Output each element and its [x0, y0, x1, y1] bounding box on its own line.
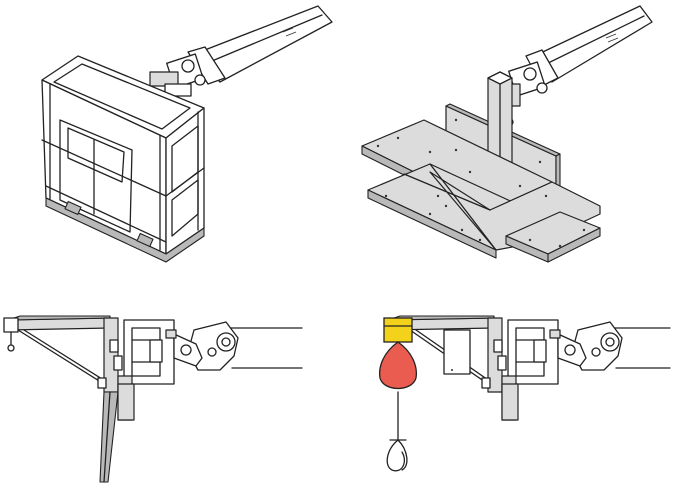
boom-arm [187, 5, 333, 85]
platform-rivets [376, 118, 586, 248]
basket-attachment-panel [41, 5, 333, 263]
quick-coupler [149, 53, 206, 105]
jib-structure [3, 315, 135, 483]
platform-floor [361, 119, 601, 263]
boom-tip-3 [187, 321, 303, 371]
quick-coupler-3 [123, 319, 203, 385]
winch [383, 317, 413, 343]
boom-arm-2 [525, 5, 653, 87]
hook-block [378, 341, 418, 441]
jib-structure-4 [387, 315, 519, 421]
hook [386, 439, 408, 472]
platform-attachment-panel [361, 5, 653, 263]
jib-winch-attachment-panel [378, 315, 671, 472]
man-basket [41, 55, 205, 263]
boom-tip-4 [571, 321, 671, 371]
quick-coupler-4 [507, 319, 587, 385]
jib-attachment-panel [3, 315, 303, 483]
